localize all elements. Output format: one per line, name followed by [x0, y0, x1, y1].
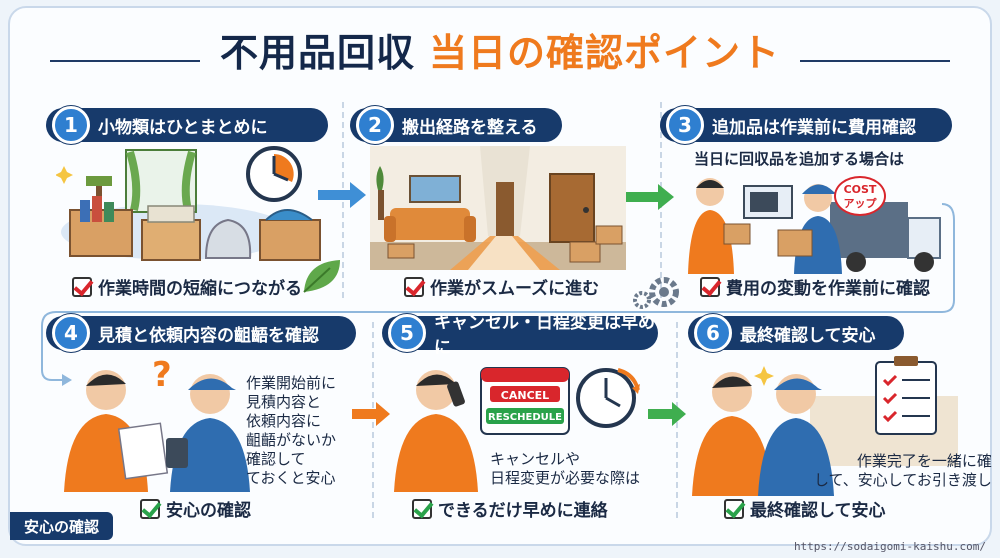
card-4-title: 見積と依頼内容の齟齬を確認 — [98, 325, 319, 346]
source-url: https://sodaigomi-kaishu.com/ — [793, 540, 986, 553]
note-line: 齟齬がないか — [246, 431, 337, 449]
title-accent: 当日の確認ポイント — [429, 31, 781, 75]
step-number: 5 — [388, 314, 426, 352]
reschedule-label: RESCHEDULE — [488, 412, 562, 423]
svg-text:?: ? — [152, 360, 172, 395]
card-1-caption-text: 作業時間の短縮につながる — [98, 279, 302, 299]
step-number: 6 — [694, 314, 732, 352]
card-4-caption: 安心の確認 — [140, 496, 251, 521]
check-icon — [72, 276, 92, 297]
title-main: 不用品回収 — [219, 31, 415, 75]
card-6-caption-text: 最終確認して安心 — [750, 501, 886, 521]
card-6-heading: 6 最終確認して安心 — [688, 314, 904, 352]
card-1-caption: 作業時間の短縮につながる — [72, 274, 302, 299]
card-2-title: 搬出経路を整える — [402, 117, 538, 138]
card-1-heading: 1 小物類はひとまとめに — [46, 106, 328, 144]
leaf-icon — [303, 260, 340, 293]
note-line: 見積内容と — [246, 393, 322, 411]
boxes-and-clock-illustration — [56, 146, 321, 261]
step-number: 4 — [52, 314, 90, 352]
card-6-title: 最終確認して安心 — [740, 325, 876, 346]
step-number: 3 — [666, 106, 704, 144]
card-6-caption: 最終確認して安心 — [724, 496, 886, 521]
card-3-subheading: 当日に回収品を追加する場合は — [694, 150, 905, 168]
check-icon — [412, 498, 432, 519]
arrow-right-icon — [318, 182, 366, 208]
card-3-title: 追加品は作業前に費用確認 — [712, 117, 916, 138]
step-number: 1 — [52, 106, 90, 144]
card-4-note: 作業開始前に 見積内容と 依頼内容に 齟齬がないか 確認して ておくと安心 — [246, 374, 336, 488]
note-line: 日程変更が必要な際は — [490, 469, 641, 487]
gear-icon — [633, 277, 679, 309]
note-line: ておくと安心 — [246, 469, 336, 487]
card-3-caption: 費用の変動を作業前に確認 — [700, 274, 930, 299]
card-2-caption-text: 作業がスムーズに進む — [430, 279, 600, 299]
phone-call-illustration — [394, 370, 478, 492]
handover-illustration — [692, 356, 958, 496]
connector-line — [41, 203, 955, 386]
note-line: 確認して — [246, 450, 306, 468]
check-icon — [724, 498, 744, 519]
check-icon — [140, 498, 160, 519]
note-line: キャンセルや — [490, 450, 581, 468]
check-icon — [700, 276, 720, 297]
card-5-note: キャンセルや 日程変更が必要な際は — [490, 450, 640, 488]
cancel-label: CANCEL — [500, 389, 550, 402]
staff-and-truck-illustration — [688, 178, 941, 274]
note-line: 依頼内容に — [246, 412, 322, 430]
cost-up-badge: COST アップ — [834, 176, 886, 216]
card-4-caption-text: 安心の確認 — [166, 501, 251, 521]
card-6-note: 作業完了を一緒に確 して、安心してお引き渡し — [814, 452, 992, 490]
card-5-caption-text: できるだけ早めに連絡 — [438, 501, 608, 521]
badge-line2: アップ — [843, 197, 877, 210]
card-5-title: キャンセル・日程変更は早めに — [434, 313, 655, 358]
note-line: 作業完了を一緒に確 — [856, 452, 992, 470]
clock-icon — [576, 368, 640, 428]
calendar-icon — [480, 367, 570, 435]
title-rule-left — [50, 60, 200, 62]
card-1-title: 小物類はひとまとめに — [98, 117, 268, 138]
footer-tag: 安心の確認 — [10, 512, 114, 540]
arrow-right-icon — [626, 184, 674, 210]
card-3-caption-text: 費用の変動を作業前に確認 — [726, 279, 930, 299]
hallway-illustration — [370, 146, 626, 270]
note-line: 作業開始前に — [246, 374, 337, 392]
customer-and-staff-illustration: ? — [64, 360, 250, 492]
divider — [372, 322, 374, 518]
note-line: して、安心してお引き渡し — [814, 471, 992, 489]
arrow-right-icon — [648, 402, 686, 426]
arrow-right-icon — [352, 402, 390, 426]
card-5-heading: 5 キャンセル・日程変更は早めに — [382, 313, 658, 358]
card-2-heading: 2 搬出経路を整える — [350, 106, 562, 144]
title-rule-right — [800, 60, 950, 62]
page-title: 不用品回収当日の確認ポイント — [0, 28, 1000, 78]
card-2-caption: 作業がスムーズに進む — [404, 274, 599, 299]
card-3-heading: 3 追加品は作業前に費用確認 — [660, 106, 952, 144]
badge-line1: COST — [843, 183, 877, 196]
card-4-heading: 4 見積と依頼内容の齟齬を確認 — [46, 314, 356, 352]
card-5-caption: できるだけ早めに連絡 — [412, 496, 608, 521]
check-icon — [404, 276, 424, 297]
step-number: 2 — [356, 106, 394, 144]
